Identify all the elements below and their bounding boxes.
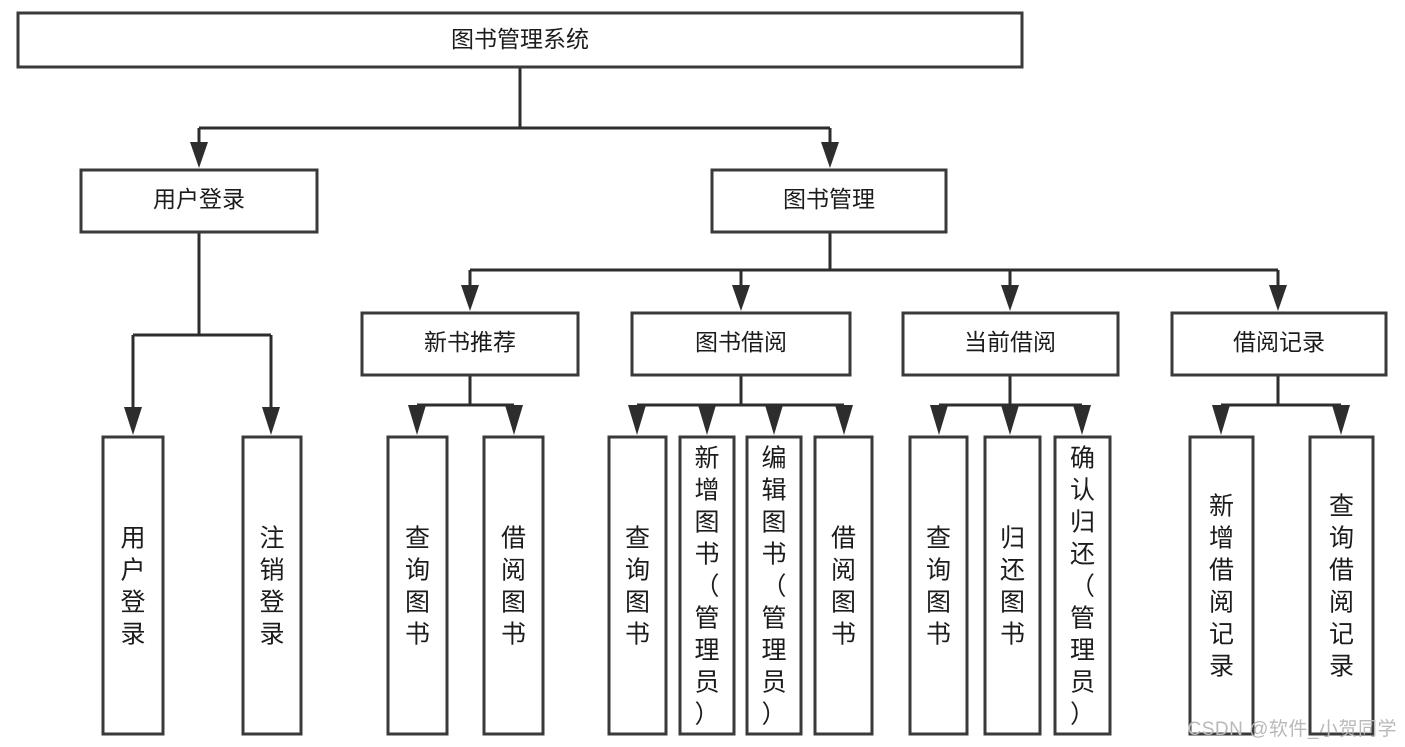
arrowhead-leaf-query-book-1	[408, 405, 426, 435]
leaf-add-record[interactable]: 新增借阅记录	[1188, 435, 1255, 736]
node-root-box[interactable]	[16, 11, 1024, 69]
leaf-node-layer: 用户登录 注销登录 查询图书 借阅图书 查询图书 新增图书（管理员） 编辑图书（管理员） 借阅…	[101, 435, 1375, 736]
node-new-book-rec[interactable]: 新书推荐	[360, 311, 580, 377]
leaf-logout-label: 注销登录	[259, 524, 284, 648]
leaf-user-login[interactable]: 用户登录	[101, 435, 165, 736]
leaf-add-record-box[interactable]	[1188, 435, 1255, 736]
arrowhead-leaf-borrow-book-1	[505, 405, 523, 435]
leaf-user-login-label: 用户登录	[120, 524, 145, 648]
leaf-borrow-book-1-label: 借阅图书	[501, 524, 526, 648]
arrowhead-leaf-add-book	[698, 405, 716, 435]
leaf-add-book-label: 新增图书（管理员）	[694, 444, 719, 728]
leaf-query-book-3-box[interactable]	[908, 435, 969, 736]
arrowhead-leaf-return-book	[1001, 405, 1019, 435]
leaf-logout-box[interactable]	[241, 435, 303, 736]
arrowhead-leaf-borrow-book-2	[835, 405, 853, 435]
node-book-borrow-box[interactable]	[630, 311, 852, 377]
leaf-edit-book-box[interactable]	[745, 435, 803, 736]
leaf-user-login-box[interactable]	[101, 435, 165, 736]
leaf-query-record[interactable]: 查询借阅记录	[1308, 435, 1375, 736]
leaf-return-book[interactable]: 归还图书	[983, 435, 1042, 736]
leaf-confirm-return-label: 确认归还（管理员）	[1070, 444, 1095, 728]
node-new-book-rec-label: 新书推荐	[424, 329, 516, 355]
node-current-borrow[interactable]: 当前借阅	[901, 311, 1120, 377]
connector-layer	[124, 67, 1350, 435]
arrowhead-borrow-record	[1269, 285, 1287, 311]
node-user-login[interactable]: 用户登录	[79, 168, 319, 234]
leaf-query-book-3[interactable]: 查询图书	[908, 435, 969, 736]
arrowhead-book-borrow	[732, 285, 750, 311]
leaf-query-book-1-label: 查询图书	[405, 524, 430, 648]
node-book-borrow-label: 图书借阅	[695, 329, 787, 355]
leaf-confirm-return[interactable]: 确认归还（管理员）	[1053, 435, 1112, 736]
leaf-query-book-2-label: 查询图书	[625, 524, 650, 648]
node-root[interactable]: 图书管理系统	[16, 11, 1024, 69]
node-book-manage-box[interactable]	[710, 168, 948, 234]
arrowhead-leaf-user-login	[124, 407, 142, 435]
leaf-query-book-3-label: 查询图书	[926, 524, 951, 648]
leaf-query-record-label: 查询借阅记录	[1329, 492, 1354, 680]
leaf-add-record-label: 新增借阅记录	[1209, 492, 1234, 680]
leaf-query-book-2-box[interactable]	[607, 435, 668, 736]
arrowhead-leaf-logout	[262, 407, 280, 435]
leaf-edit-book-label: 编辑图书（管理员）	[761, 444, 786, 728]
node-book-manage-label: 图书管理	[783, 186, 875, 212]
leaf-borrow-book-1[interactable]: 借阅图书	[482, 435, 545, 736]
leaf-add-book-box[interactable]	[678, 435, 736, 736]
arrowhead-leaf-query-book-2	[628, 405, 646, 435]
node-book-manage[interactable]: 图书管理	[710, 168, 948, 234]
node-user-login-box[interactable]	[79, 168, 319, 234]
leaf-borrow-book-1-box[interactable]	[482, 435, 545, 736]
arrowhead-user-login	[190, 142, 208, 168]
arrowhead-leaf-edit-book	[765, 405, 783, 435]
leaf-add-book[interactable]: 新增图书（管理员）	[678, 435, 736, 736]
leaf-query-book-1-box[interactable]	[386, 435, 449, 736]
node-borrow-record-label: 借阅记录	[1233, 329, 1325, 355]
leaf-confirm-return-box[interactable]	[1053, 435, 1112, 736]
node-layer: 图书管理系统 用户登录 图书管理 新书推荐 图书借阅 当前借阅	[16, 11, 1388, 736]
leaf-return-book-box[interactable]	[983, 435, 1042, 736]
node-current-borrow-label: 当前借阅	[964, 329, 1056, 355]
leaf-query-record-box[interactable]	[1308, 435, 1375, 736]
node-borrow-record[interactable]: 借阅记录	[1170, 311, 1388, 377]
arrowhead-leaf-query-record	[1332, 405, 1350, 435]
leaf-borrow-book-2-box[interactable]	[813, 435, 874, 736]
leaf-borrow-book-2[interactable]: 借阅图书	[813, 435, 874, 736]
node-book-borrow[interactable]: 图书借阅	[630, 311, 852, 377]
leaf-borrow-book-2-label: 借阅图书	[831, 524, 856, 648]
leaf-edit-book[interactable]: 编辑图书（管理员）	[745, 435, 803, 736]
leaf-query-book-1[interactable]: 查询图书	[386, 435, 449, 736]
leaf-logout[interactable]: 注销登录	[241, 435, 303, 736]
node-root-label: 图书管理系统	[451, 26, 589, 52]
arrowhead-leaf-add-record	[1212, 405, 1230, 435]
leaf-query-book-2[interactable]: 查询图书	[607, 435, 668, 736]
node-current-borrow-box[interactable]	[901, 311, 1120, 377]
arrowhead-current-borrow	[1001, 285, 1019, 311]
arrowhead-leaf-confirm-return	[1073, 405, 1091, 435]
node-user-login-label: 用户登录	[153, 186, 245, 212]
arrowhead-new-book-rec	[461, 285, 479, 311]
arrowhead-book-manage	[821, 142, 839, 168]
node-new-book-rec-box[interactable]	[360, 311, 580, 377]
arrowhead-leaf-query-book-3	[930, 405, 948, 435]
watermark-label: CSDN @软件_小贺同学	[1187, 719, 1397, 740]
leaf-return-book-label: 归还图书	[1000, 524, 1025, 648]
node-borrow-record-box[interactable]	[1170, 311, 1388, 377]
